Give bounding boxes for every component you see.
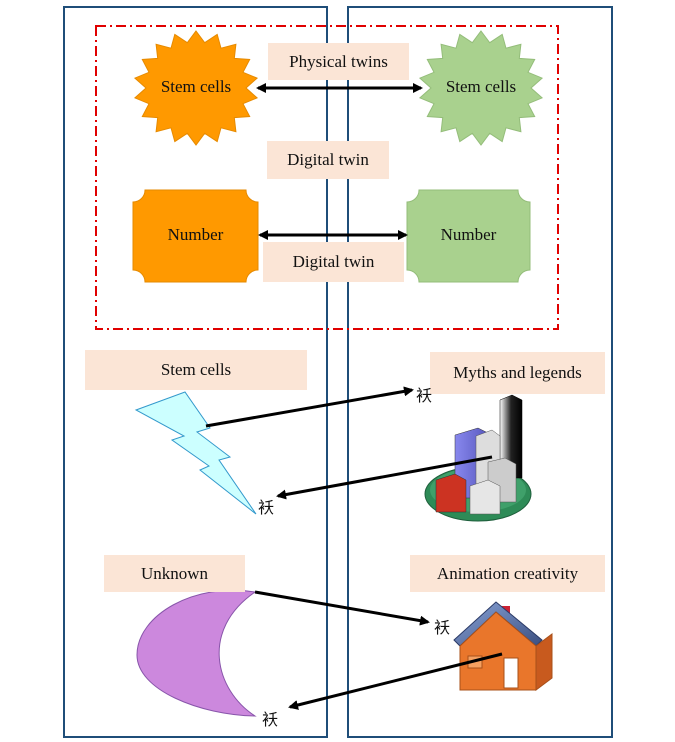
- physical-twins-label: Physical twins: [268, 43, 409, 80]
- house-illustration: [453, 601, 553, 691]
- starburst-right: [418, 30, 544, 146]
- number-right-text: Number: [440, 225, 497, 244]
- glyph-near-lightning: 袄: [258, 498, 275, 517]
- myths-and-legends-label: Myths and legends: [430, 352, 605, 394]
- city-illustration: [424, 394, 532, 522]
- stem-cells-left-text: Stem cells: [160, 77, 232, 96]
- starburst-left: [133, 30, 259, 146]
- crescent-shape: [136, 589, 257, 717]
- arrow-house-to-crescent: [288, 652, 503, 710]
- right-panel: [347, 6, 613, 738]
- animation-creativity-label: Animation creativity: [410, 555, 605, 592]
- arrow-lightning-to-myths: [205, 386, 414, 428]
- left-panel: [63, 6, 328, 738]
- digital-twin-frame: [95, 25, 559, 330]
- glyph-near-crescent: 袄: [262, 710, 279, 729]
- digital-twin-label-bottom: Digital twin: [263, 242, 404, 282]
- stem-cells-right-text: Stem cells: [445, 77, 517, 96]
- number-box-right: [406, 189, 531, 283]
- number-box-left: [132, 189, 259, 283]
- glyph-near-myths: 袄: [416, 386, 433, 405]
- number-left-text: Number: [167, 225, 224, 244]
- stem-cells-label: Stem cells: [85, 350, 307, 390]
- arrow-unknown-to-animation: [254, 590, 430, 626]
- arrow-city-to-lightning: [276, 455, 493, 500]
- unknown-label: Unknown: [104, 555, 245, 592]
- digital-twin-label-top: Digital twin: [267, 141, 389, 179]
- lightning-shape: [134, 391, 257, 515]
- glyph-near-animation: 袄: [434, 618, 451, 637]
